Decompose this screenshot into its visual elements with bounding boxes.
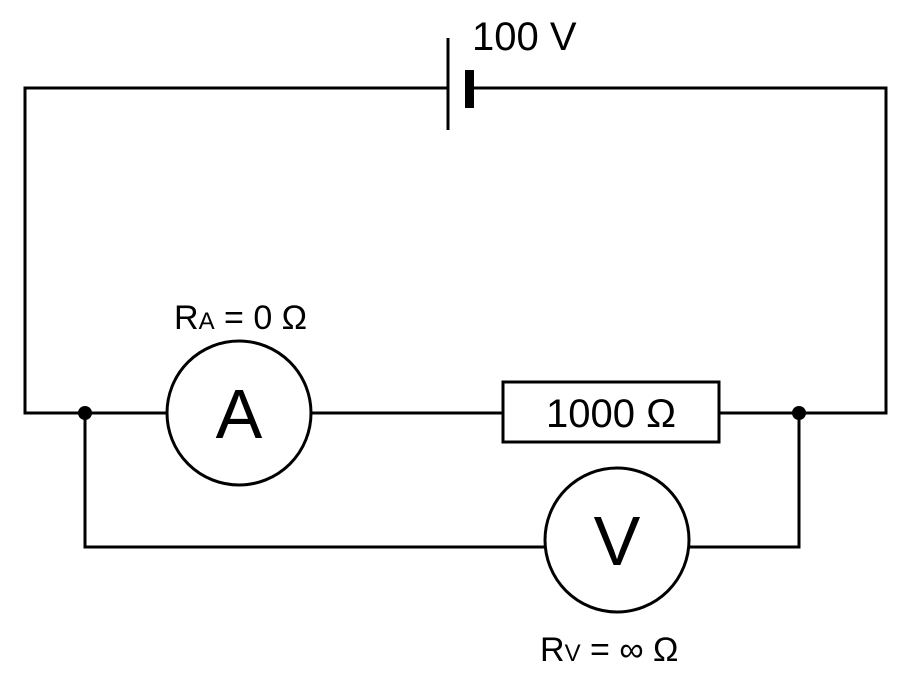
ammeter-circle bbox=[165, 339, 313, 487]
ammeter-label: RA = 0 Ω bbox=[174, 299, 307, 337]
wire-voltmeter-right bbox=[689, 413, 801, 549]
resistor-label: 1000 Ω bbox=[546, 392, 676, 436]
voltmeter-circle bbox=[543, 466, 691, 614]
battery-label: 100 V bbox=[472, 15, 577, 59]
voltmeter-label: RV = ∞ Ω bbox=[540, 631, 678, 669]
junction-dot-right bbox=[792, 406, 806, 420]
wire-voltmeter-left bbox=[83, 413, 545, 549]
battery-short-plate bbox=[465, 70, 474, 108]
wire-top-left bbox=[23, 86, 448, 415]
voltmeter-symbol: V bbox=[594, 502, 641, 580]
junction-dot-left bbox=[78, 406, 92, 420]
ammeter-symbol: A bbox=[216, 375, 263, 453]
wire-top-right bbox=[472, 86, 888, 415]
resistor-box bbox=[501, 380, 721, 444]
